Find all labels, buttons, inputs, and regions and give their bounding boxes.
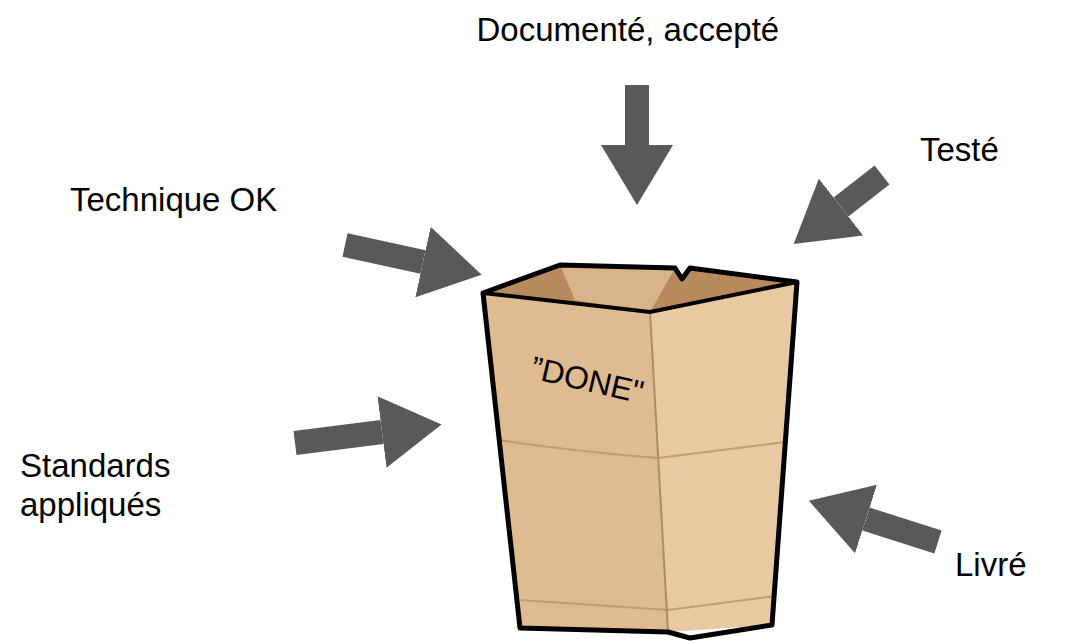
arrow: [295, 432, 382, 443]
paper-bag: [470, 250, 810, 641]
bag-crease: [498, 440, 785, 610]
arrow-label: Testé: [920, 130, 999, 170]
bag-edge: [650, 312, 668, 632]
arrow: [345, 245, 423, 262]
arrow: [866, 519, 938, 542]
bag-outline: [483, 265, 797, 638]
arrow-label: Technique OK: [70, 180, 277, 220]
arrow: [841, 175, 882, 207]
arrow-label: Livré: [955, 545, 1027, 585]
arrow-label: Documenté, accepté: [477, 10, 780, 50]
bag-rim: [483, 282, 797, 312]
bag-node: ”DONE": [470, 250, 810, 641]
arrow: [625, 85, 649, 145]
arrow-label: Standards appliqués: [20, 446, 230, 525]
bag-front: [483, 293, 668, 632]
